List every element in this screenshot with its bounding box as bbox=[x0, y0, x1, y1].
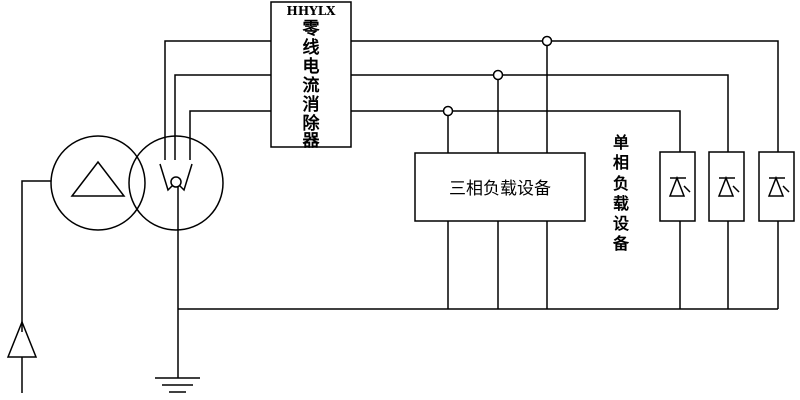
single-phase-device-3 bbox=[758, 151, 795, 222]
three-phase-load-label: 三相负载设备 bbox=[449, 179, 551, 199]
device-name-char: 除 bbox=[303, 113, 321, 134]
phase-line-a bbox=[164, 40, 779, 160]
single-phase-label-char: 负 bbox=[613, 174, 629, 193]
single-phase-label-char: 载 bbox=[613, 194, 629, 213]
primary-feed-wire bbox=[21, 180, 51, 332]
thyristor-icon-2 bbox=[717, 175, 740, 197]
single-phase-device-2 bbox=[708, 151, 745, 222]
junction-b bbox=[492, 69, 504, 81]
single-phase-label-char: 设 bbox=[613, 214, 630, 233]
device-code-label: HHYLX bbox=[287, 4, 337, 18]
device-name-char: 器 bbox=[302, 131, 321, 151]
single-phase-label-char: 单 bbox=[613, 133, 629, 152]
single-phase-label-char: 相 bbox=[613, 153, 629, 172]
phase-line-c bbox=[189, 110, 681, 160]
thyristor-icon-3 bbox=[767, 175, 790, 197]
three-phase-load-box bbox=[414, 152, 586, 222]
primary-winding-circle bbox=[50, 135, 146, 231]
thyristor-icon-1 bbox=[668, 175, 691, 197]
neutral-node bbox=[170, 176, 182, 188]
device-name-char: 零 bbox=[302, 19, 321, 39]
device-name-char: 电 bbox=[303, 56, 320, 77]
device-name-char: 消 bbox=[303, 94, 320, 115]
phase-line-b bbox=[174, 74, 729, 160]
device-name-char: 线 bbox=[303, 37, 320, 58]
secondary-winding-circle bbox=[128, 135, 224, 231]
single-phase-device-1 bbox=[659, 151, 696, 222]
device-name-char: 流 bbox=[303, 75, 320, 96]
junction-c bbox=[442, 105, 454, 117]
junction-a bbox=[541, 35, 553, 47]
eliminator-device-box bbox=[270, 1, 352, 148]
single-phase-label-char: 备 bbox=[612, 234, 630, 253]
delta-symbol bbox=[70, 160, 126, 197]
